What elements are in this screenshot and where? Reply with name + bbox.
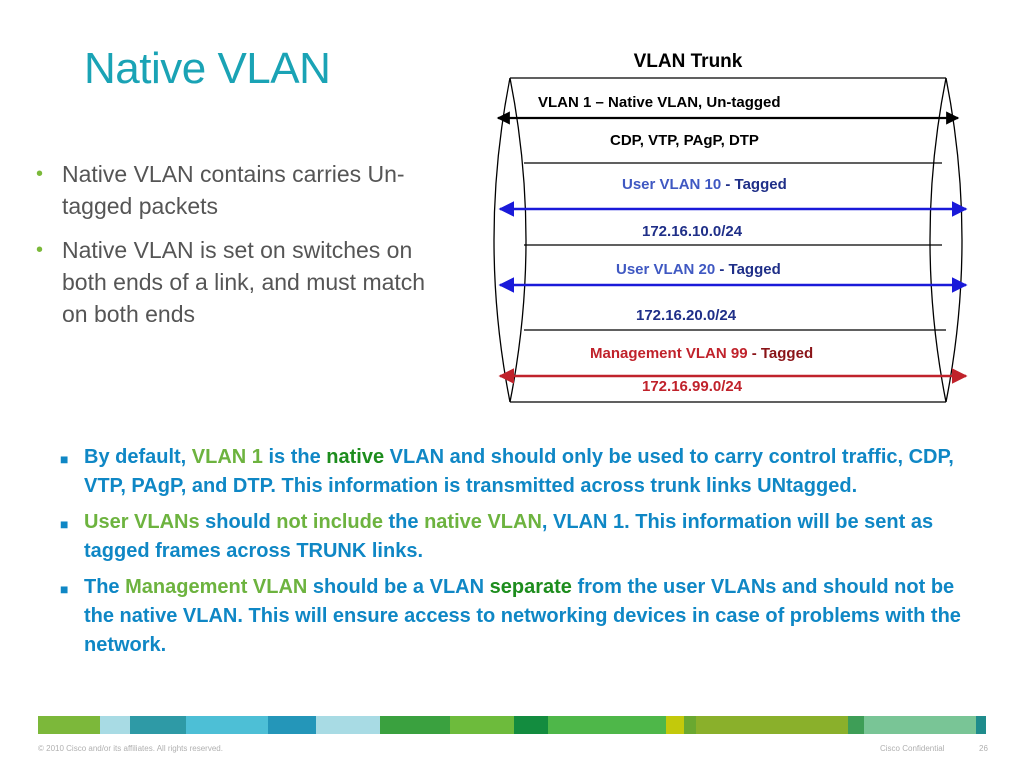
vlan99-label-name: Management VLAN 99	[590, 345, 752, 362]
vlan20-label-tag: - Tagged	[719, 261, 780, 278]
note-item-user-vlans: ■ User VLANs should not include the nati…	[58, 508, 978, 566]
native-vlan-label: VLAN 1 – Native VLAN, Un-tagged	[538, 94, 781, 111]
note-text: By default,	[84, 446, 192, 468]
note-highlight: native VLAN	[424, 511, 542, 533]
square-bullet-icon: ■	[60, 581, 69, 597]
note-text: the	[382, 511, 425, 533]
note-text: from the user VLANs and should not be th…	[84, 576, 961, 656]
diagram-heading: VLAN Trunk	[634, 51, 743, 72]
vlan-trunk-diagram: VLAN Trunk VLAN 1 – Native VLAN, Un-tagg…	[493, 51, 968, 403]
vlan10-label-name: User VLAN 10	[622, 176, 725, 193]
bullet-item: • Native VLAN contains carries Un-tagged …	[36, 158, 446, 222]
bullet-dot-icon: •	[36, 163, 44, 185]
vlan20-label-name: User VLAN 20	[616, 261, 719, 278]
note-text: The	[84, 576, 126, 598]
square-bullet-icon: ■	[60, 516, 69, 532]
note-text: is the	[262, 446, 327, 468]
note-highlight: not include	[276, 511, 383, 533]
note-highlight: VLAN 1	[191, 446, 263, 468]
vlan10-label-tag: - Tagged	[725, 176, 786, 193]
protocols-label: CDP, VTP, PAgP, DTP	[610, 132, 759, 149]
note-highlight: separate	[489, 576, 572, 598]
note-text: VLAN and should only be used to carry co…	[84, 446, 954, 497]
note-highlight: User VLANs	[84, 511, 200, 533]
note-text: should	[199, 511, 277, 533]
bullet-dot-icon: •	[36, 239, 44, 261]
bullet-item: • Native VLAN is set on switches on both …	[36, 234, 446, 330]
note-item-default-vlan: ■ By default, VLAN 1 is the native VLAN …	[58, 443, 978, 501]
bullet-text: Native VLAN contains carries Un-tagged p…	[62, 161, 405, 219]
note-highlight: Management VLAN	[125, 576, 308, 598]
trunk-dividers	[524, 162, 946, 331]
page-number: 26	[979, 744, 988, 753]
vlan20-subnet: 172.16.20.0/24	[636, 307, 737, 324]
note-item-management-vlan: ■ The Management VLAN should be a VLAN s…	[58, 573, 978, 660]
vlan20-label: User VLAN 20 - Tagged	[616, 261, 781, 278]
vlan99-label: Management VLAN 99 - Tagged	[590, 345, 813, 362]
vlan99-label-tag: - Tagged	[752, 345, 813, 362]
slide-title: Native VLAN	[84, 44, 331, 93]
vlan10-label: User VLAN 10 - Tagged	[622, 176, 787, 193]
notes-list: ■ By default, VLAN 1 is the native VLAN …	[58, 443, 978, 667]
vlan10-subnet: 172.16.10.0/24	[642, 223, 743, 240]
bullet-list: • Native VLAN contains carries Un-tagged …	[36, 158, 446, 342]
note-highlight: native	[326, 446, 385, 468]
vlan99-subnet: 172.16.99.0/24	[642, 378, 743, 395]
bullet-text: Native VLAN is set on switches on both e…	[62, 237, 426, 327]
note-text: should be a VLAN	[307, 576, 490, 598]
note-text: , VLAN 1. This information will be sent …	[84, 511, 934, 562]
square-bullet-icon: ■	[60, 451, 69, 467]
copyright-text: © 2010 Cisco and/or its affiliates. All …	[38, 744, 223, 753]
confidential-label: Cisco Confidential	[880, 744, 945, 753]
